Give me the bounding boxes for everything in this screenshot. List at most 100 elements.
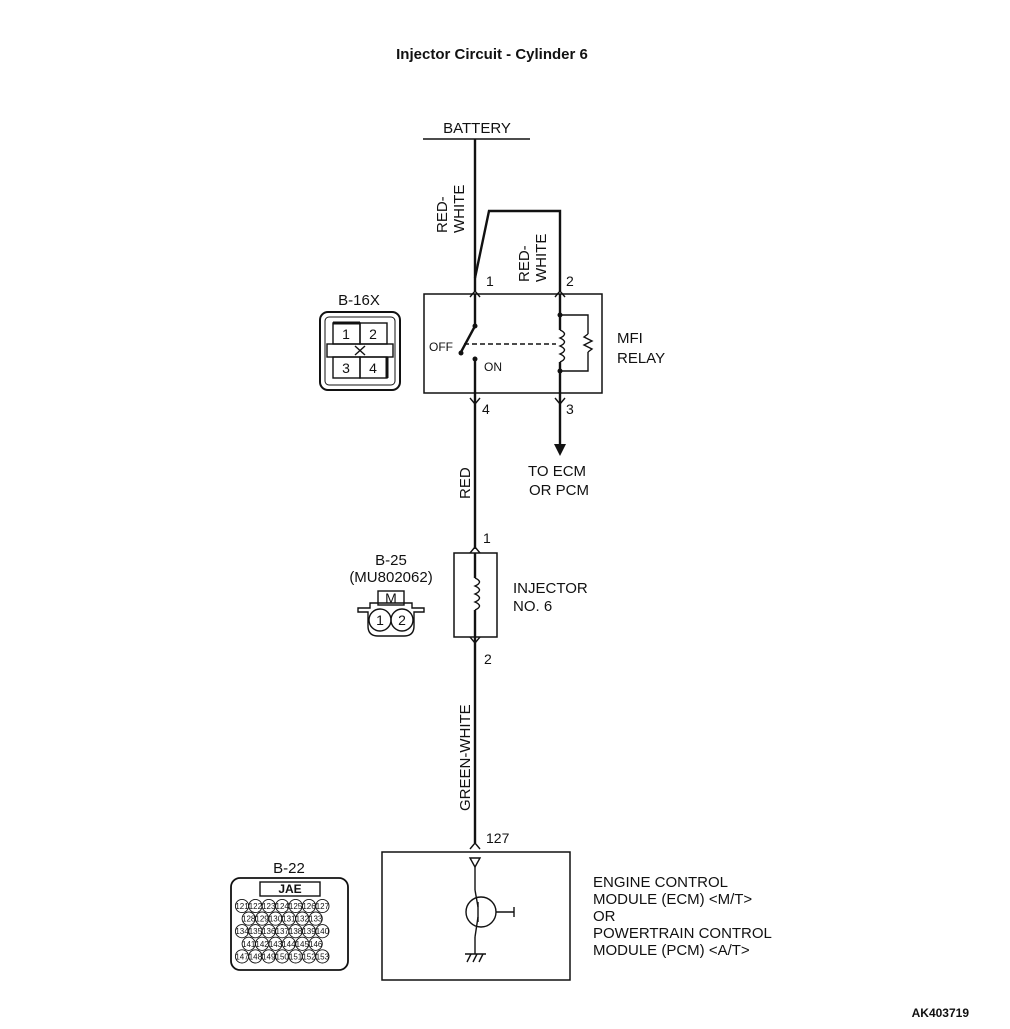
relay-switch-off-label: OFF [429,340,453,354]
connector-b22-pin: 125 [289,902,303,911]
connector-b22-pin: 150 [276,952,290,961]
connector-b25-body [357,602,425,637]
ecm-label-line5: MODULE (PCM) <A/T> [593,942,750,959]
ecm-box [381,851,571,981]
connector-b22-pin: 127 [316,902,330,911]
connector-b22-pin: 133 [309,915,323,924]
connector-b22-pin-circle [315,949,330,964]
connector-b22-pin: 151 [289,952,303,961]
connector-b16x-outer [319,311,401,391]
relay-switch-blade [459,325,477,353]
ground-icon-hatch [478,953,484,963]
connector-b22-pin: 140 [316,927,330,936]
ecm-pin-127: 127 [486,830,510,846]
connector-b22-pin: 145 [296,940,310,949]
connector-b22-pin: 139 [302,927,316,936]
connector-b16x-cross [354,345,366,356]
injector-label-line1: INJECTOR [513,580,588,597]
transistor-collector [474,889,479,908]
wire-label-line: RED- [434,196,451,233]
connector-b22-pin: 138 [289,927,303,936]
injector-label-line2: NO. 6 [513,598,552,615]
connector-b22-pin: 153 [316,952,330,961]
connector-b16x-pin: 2 [369,326,377,342]
connector-b22-pin: 149 [262,952,276,961]
ecm-label-line3: OR [593,908,616,925]
connector-b22-pin: 130 [269,915,283,924]
ground-icon-hatch [472,953,478,963]
battery-label: BATTERY [443,120,511,137]
connector-b25-pin-circle [390,608,414,632]
transistor-emitter [474,916,479,938]
diagram-title: Injector Circuit - Cylinder 6 [396,46,588,63]
connector-b22-pin: 147 [235,952,249,961]
relay-pin-2: 2 [566,273,574,289]
ecm-input-triangle-icon [468,857,482,869]
relay-pin-3: 3 [566,401,574,417]
connector-b22-pin: 128 [242,915,256,924]
figure-id: AK403719 [912,1006,970,1020]
connector-b22-pin: 146 [309,940,323,949]
relay-resistor-icon [582,333,594,353]
connector-b22-pin-circle [315,924,330,939]
ecm-label-line4: POWERTRAIN CONTROL [593,925,772,942]
connector-b22-pin: 152 [302,952,316,961]
connector-b22-pin-circle [308,936,323,951]
to-ecm-label-line1: TO ECM [528,463,586,480]
ecm-label-line2: MODULE (ECM) <M/T> [593,891,752,908]
relay-pin-4: 4 [482,401,490,417]
injector-pin-2: 2 [484,651,492,667]
connector-b22-pin: 142 [255,940,269,949]
connector-b25-key [377,590,405,606]
connector-b22-pin: 148 [249,952,263,961]
to-ecm-label-line2: OR PCM [529,482,589,499]
connector-b25-name: B-25 [375,552,407,569]
wire-label-line: RED- [516,245,533,282]
mfi-relay-label-line1: MFI [617,330,643,347]
connector-b16x-name: B-16X [338,292,380,309]
connector-b25-pin: 2 [398,612,406,628]
connector-b25-part: (MU802062) [349,569,432,586]
relay-switch-on-label: ON [484,360,502,374]
relay-resistor-wire [560,314,589,334]
transistor-icon [465,896,497,928]
connector-b22-key-label: JAE [278,882,301,896]
wire-label-battery-feed: RED- WHITE [434,185,468,233]
connector-b16x-inner [324,316,396,386]
connector-b22-pin: 143 [269,940,283,949]
relay-pin-1: 1 [486,273,494,289]
connector-b22-pin: 123 [262,902,276,911]
connector-b16x-pin: 1 [342,326,350,342]
wire-label-line: WHITE [533,234,550,282]
pin-chevron [469,545,481,554]
wire-label-line: RED [457,467,474,499]
connector-b22-pin: 135 [249,927,263,936]
relay-switch-pivot [458,350,464,356]
connector-b22-pin: 121 [235,902,249,911]
wire-label-coil-feed: RED- WHITE [516,234,550,282]
mfi-relay-label-line2: RELAY [617,350,665,367]
wire-label-green-white: GREEN-WHITE [457,704,474,811]
connector-b22-outer [230,877,349,971]
connector-b22-pin: 126 [302,902,316,911]
connector-b22-pin: 141 [242,940,256,949]
ground-icon-hatch [466,953,472,963]
connector-b22-pin: 134 [235,927,249,936]
wire-branch-to-relay-pin2 [473,209,562,291]
connector-b25-key-label: M [385,590,397,606]
injector-pin-1: 1 [483,530,491,546]
connector-b22-pin: 137 [276,927,290,936]
connector-b25-pin: 1 [376,612,384,628]
wire-label-line: WHITE [451,185,468,233]
relay-resistor-wire [560,352,589,372]
connector-b22-pin: 129 [255,915,269,924]
connector-b22-pin: 136 [262,927,276,936]
ecm-label-line1: ENGINE CONTROL [593,874,728,891]
connector-b16x-pin: 4 [369,360,377,376]
relay-coil-icon [558,329,566,363]
connector-b16x-bridge [326,343,394,358]
connector-b22-pin: 132 [296,915,310,924]
pin-chevron [554,289,566,298]
